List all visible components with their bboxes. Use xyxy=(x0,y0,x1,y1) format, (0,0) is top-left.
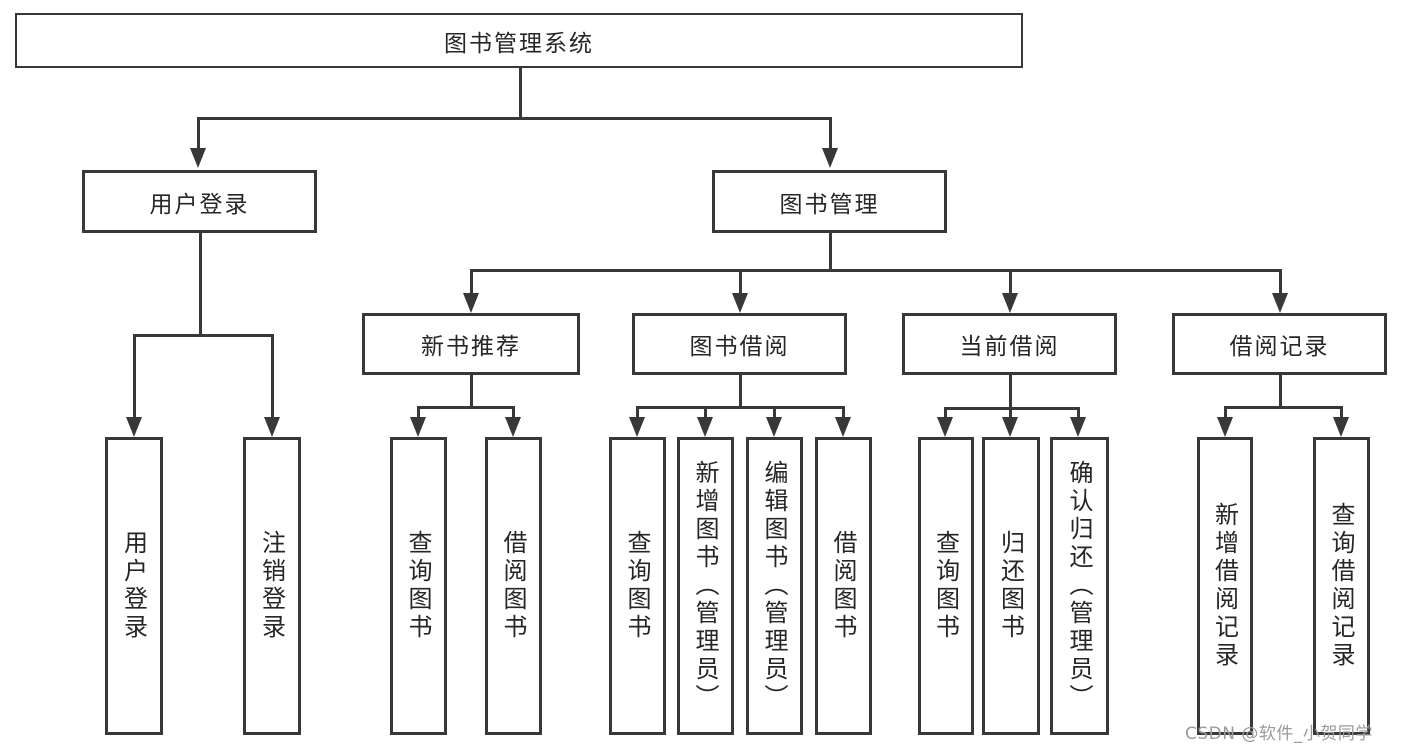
connector-line xyxy=(1279,270,1282,295)
node-current-borrow: 当前借阅 xyxy=(902,313,1117,375)
arrow-down-icon xyxy=(190,148,206,168)
node-label: 新增借阅记录 xyxy=(1210,502,1239,670)
node-label: 查询图书 xyxy=(623,530,651,642)
connector-line xyxy=(512,407,515,419)
node-user-login: 用户登录 xyxy=(82,170,317,233)
arrow-down-icon xyxy=(937,417,953,437)
arrow-down-icon xyxy=(732,293,748,313)
node-label: 借阅图书 xyxy=(499,530,527,642)
node-label: 新增图书（管理员） xyxy=(691,460,719,712)
node-system-root: 图书管理系统 xyxy=(15,13,1023,68)
node-label: 注销登录 xyxy=(257,530,286,642)
connector-line xyxy=(470,270,473,295)
node-leaf-query-books-3: 查询图书 xyxy=(918,437,974,735)
node-label: 确认归还（管理员） xyxy=(1065,460,1093,712)
node-leaf-borrow-books-1: 借阅图书 xyxy=(485,437,542,735)
node-label: 当前借阅 xyxy=(959,334,1060,360)
connector-line xyxy=(636,407,639,419)
arrow-down-icon xyxy=(697,417,713,437)
node-label: 图书借阅 xyxy=(689,334,790,360)
connector-line xyxy=(773,407,776,419)
arrow-down-icon xyxy=(1217,417,1233,437)
connector-line xyxy=(519,68,522,120)
arrow-down-icon xyxy=(1333,417,1349,437)
node-label: 编辑图书（管理员） xyxy=(760,460,788,712)
node-leaf-logout: 注销登录 xyxy=(243,437,301,735)
connector-line xyxy=(417,406,515,409)
node-leaf-user-login: 用户登录 xyxy=(105,437,163,735)
arrow-down-icon xyxy=(1070,417,1086,437)
connector-line xyxy=(944,407,1080,410)
arrow-down-icon xyxy=(822,148,838,168)
connector-line xyxy=(1009,375,1012,410)
node-label: 图书管理 xyxy=(779,191,880,218)
arrow-down-icon xyxy=(1002,293,1018,313)
connector-line xyxy=(1224,407,1227,419)
node-label: 查询图书 xyxy=(931,530,960,642)
connector-line xyxy=(199,233,202,337)
node-new-book-recommend: 新书推荐 xyxy=(362,313,580,375)
csdn-watermark: CSDN @软件_小贺同学 xyxy=(1185,724,1373,744)
connector-line xyxy=(470,375,473,409)
node-label: 用户登录 xyxy=(149,191,250,218)
arrow-down-icon xyxy=(835,417,851,437)
node-leaf-return-book: 归还图书 xyxy=(982,437,1040,735)
connector-line xyxy=(197,118,200,150)
connector-line xyxy=(1009,408,1012,419)
connector-line xyxy=(1009,270,1012,295)
node-leaf-add-book-admin: 新增图书（管理员） xyxy=(677,437,734,735)
node-label: 借阅图书 xyxy=(829,530,857,642)
node-leaf-query-borrow-record: 查询借阅记录 xyxy=(1313,437,1370,735)
arrow-down-icon xyxy=(410,417,426,437)
node-book-borrow: 图书借阅 xyxy=(632,313,847,375)
node-borrow-records: 借阅记录 xyxy=(1172,313,1387,375)
connector-line xyxy=(417,407,420,419)
connector-line xyxy=(636,406,845,409)
connector-line xyxy=(197,117,832,120)
arrow-down-icon xyxy=(126,417,142,437)
connector-line xyxy=(944,408,947,419)
node-book-management: 图书管理 xyxy=(712,170,947,233)
arrow-down-icon xyxy=(1272,293,1288,313)
node-label: 归还图书 xyxy=(996,530,1025,642)
arrow-down-icon xyxy=(766,417,782,437)
node-label: 新书推荐 xyxy=(421,334,521,360)
connector-line xyxy=(1224,406,1343,409)
node-leaf-query-books-2: 查询图书 xyxy=(609,437,666,735)
connector-line xyxy=(1279,375,1282,409)
connector-line xyxy=(739,375,742,409)
connector-line xyxy=(842,407,845,419)
arrow-down-icon xyxy=(629,417,645,437)
arrow-down-icon xyxy=(1002,417,1018,437)
connector-line xyxy=(704,407,707,419)
node-leaf-borrow-books-2: 借阅图书 xyxy=(815,437,872,735)
connector-line xyxy=(133,335,136,419)
node-leaf-confirm-return: 确认归还（管理员） xyxy=(1050,437,1109,735)
node-leaf-edit-book-admin: 编辑图书（管理员） xyxy=(746,437,803,735)
node-label: 借阅记录 xyxy=(1229,334,1330,360)
arrow-down-icon xyxy=(463,293,479,313)
connector-line xyxy=(1340,407,1343,419)
connector-line xyxy=(1077,408,1080,419)
node-label: 用户登录 xyxy=(119,530,148,642)
connector-line xyxy=(470,269,1282,272)
arrow-down-icon xyxy=(505,417,521,437)
connector-line xyxy=(133,334,274,337)
connector-line xyxy=(271,335,274,419)
node-leaf-add-borrow-record: 新增借阅记录 xyxy=(1197,437,1253,735)
node-label: 图书管理系统 xyxy=(444,30,594,57)
node-label: 查询借阅记录 xyxy=(1327,502,1355,670)
connector-line xyxy=(829,118,832,150)
connector-line xyxy=(739,270,742,295)
arrow-down-icon xyxy=(264,417,280,437)
node-label: 查询图书 xyxy=(404,530,432,642)
node-leaf-query-books-1: 查询图书 xyxy=(390,437,447,735)
connector-line xyxy=(829,233,832,272)
